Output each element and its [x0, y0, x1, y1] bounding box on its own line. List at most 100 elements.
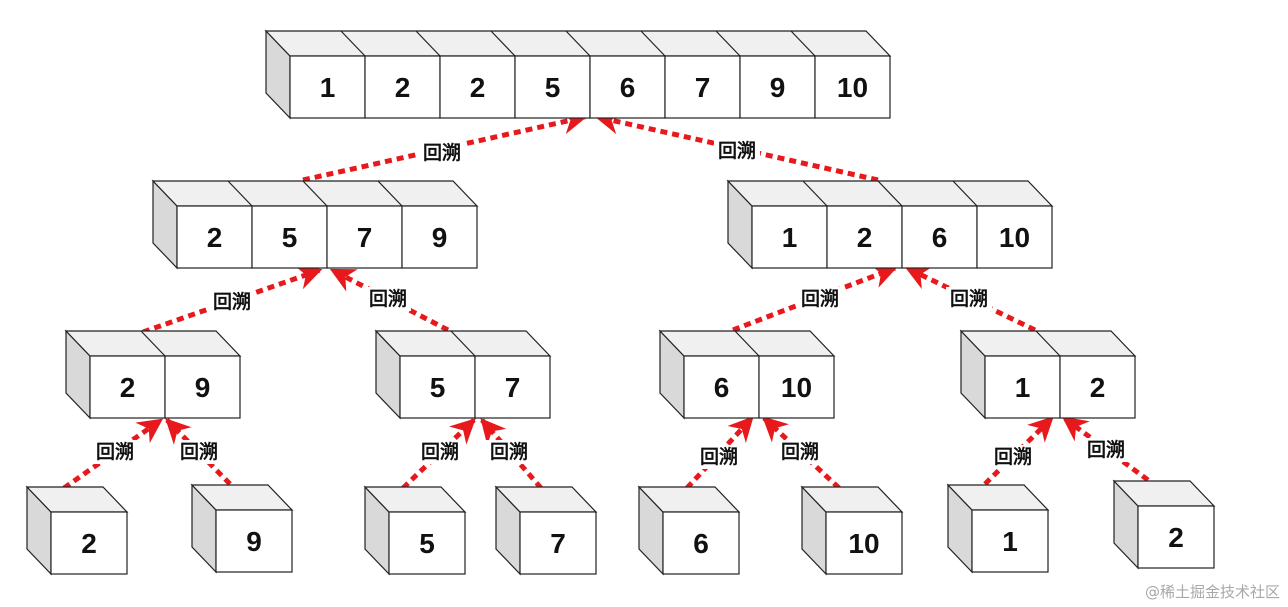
backtrack-label-bg — [365, 287, 411, 311]
backtrack-label-bg — [176, 440, 222, 464]
array-cell — [976, 205, 1053, 269]
array-top-divider — [877, 180, 903, 207]
array-top-divider — [490, 30, 516, 57]
backtrack-label: 回溯 — [1087, 438, 1125, 461]
array-cell-value: 10 — [848, 528, 879, 559]
array-cell — [364, 55, 441, 119]
backtrack-label-bg — [777, 440, 823, 464]
array-cell-value: 2 — [120, 372, 136, 403]
array-cell — [1137, 505, 1215, 569]
backtrack-label-bg — [797, 287, 843, 311]
array-cell-value: 2 — [395, 72, 411, 103]
array-cell-value: 10 — [837, 72, 868, 103]
array-cell-value: 6 — [932, 222, 948, 253]
array-cell-value: 2 — [1168, 522, 1184, 553]
backtrack-edge: 回溯 — [594, 109, 879, 183]
array-node-lll: 2 — [25, 485, 129, 576]
array-cell — [164, 355, 241, 419]
backtrack-label-bg — [714, 139, 760, 163]
array-cell — [326, 205, 403, 269]
backtrack-edge: 回溯 — [685, 416, 754, 490]
array-cell — [664, 55, 741, 119]
backtrack-edge: 回溯 — [302, 109, 588, 183]
array-cell — [439, 55, 516, 119]
array-node-lrl: 5 — [363, 485, 467, 576]
array-top-divider — [450, 330, 476, 357]
backtrack-label-bg — [946, 287, 992, 311]
array-cell — [176, 205, 253, 269]
array-cell-value: 5 — [430, 372, 446, 403]
array-cell — [589, 55, 666, 119]
backtrack-label: 回溯 — [994, 445, 1032, 468]
backtrack-label: 回溯 — [180, 440, 218, 463]
backtrack-arrow — [142, 265, 323, 335]
array-cell-value: 7 — [695, 72, 711, 103]
array-cell-value: 9 — [770, 72, 786, 103]
array-cell — [289, 55, 366, 119]
backtrack-edge: 回溯 — [329, 267, 450, 333]
array-cell — [971, 509, 1049, 573]
array-cell — [758, 355, 835, 419]
array-top-divider — [227, 180, 253, 207]
array-cell-value: 2 — [470, 72, 486, 103]
array-node-lrr: 7 — [494, 485, 598, 576]
backtrack-label-bg — [696, 445, 742, 469]
array-cell — [662, 511, 740, 575]
array-cell-value: 6 — [714, 372, 730, 403]
backtrack-edge: 回溯 — [142, 265, 323, 335]
backtrack-label-bg — [419, 141, 465, 165]
array-cell — [474, 355, 551, 419]
array-node-rll: 6 — [637, 485, 741, 576]
array-cell-value: 1 — [1015, 372, 1031, 403]
array-top-divider — [640, 30, 666, 57]
array-cell-value: 7 — [357, 222, 373, 253]
array-cell — [751, 205, 828, 269]
backtrack-label-bg — [486, 440, 532, 464]
array-cell-value: 2 — [857, 222, 873, 253]
array-cell-value: 5 — [419, 528, 435, 559]
array-node-rrl: 1 — [946, 483, 1050, 574]
array-cell — [388, 511, 466, 575]
array-top-divider — [715, 30, 741, 57]
watermark: @稀土掘金技术社区 — [1145, 583, 1280, 601]
array-cell — [89, 355, 166, 419]
array-cell-value: 2 — [207, 222, 223, 253]
array-cell — [1059, 355, 1136, 419]
array-cell-value: 9 — [195, 372, 211, 403]
backtrack-label: 回溯 — [700, 445, 738, 468]
array-node-rlr: 10 — [800, 485, 904, 576]
backtrack-label: 回溯 — [423, 141, 461, 164]
backtrack-arrow — [165, 418, 232, 486]
array-cell — [739, 55, 816, 119]
backtrack-label: 回溯 — [718, 139, 756, 162]
backtrack-label-bg — [92, 440, 138, 464]
array-cell — [514, 55, 591, 119]
array-cell — [826, 205, 903, 269]
array-cell — [901, 205, 978, 269]
array-cell — [399, 355, 476, 419]
array-top-divider — [1035, 330, 1061, 357]
array-cell — [814, 55, 891, 119]
array-cell-value: 7 — [550, 528, 566, 559]
backtrack-edge: 回溯 — [904, 265, 1037, 333]
array-top-divider — [952, 180, 978, 207]
array-top-divider — [140, 330, 166, 357]
array-cell-value: 2 — [1090, 372, 1106, 403]
array-node-rrr: 2 — [1112, 479, 1216, 570]
backtrack-arrow — [983, 416, 1054, 486]
array-top-divider — [565, 30, 591, 57]
array-top-divider — [802, 180, 828, 207]
array-cell — [401, 205, 478, 269]
array-top-divider — [340, 30, 366, 57]
array-cell-value: 7 — [505, 372, 521, 403]
backtrack-label: 回溯 — [801, 287, 839, 310]
array-top-divider — [734, 330, 760, 357]
backtrack-edge: 回溯 — [480, 418, 543, 490]
